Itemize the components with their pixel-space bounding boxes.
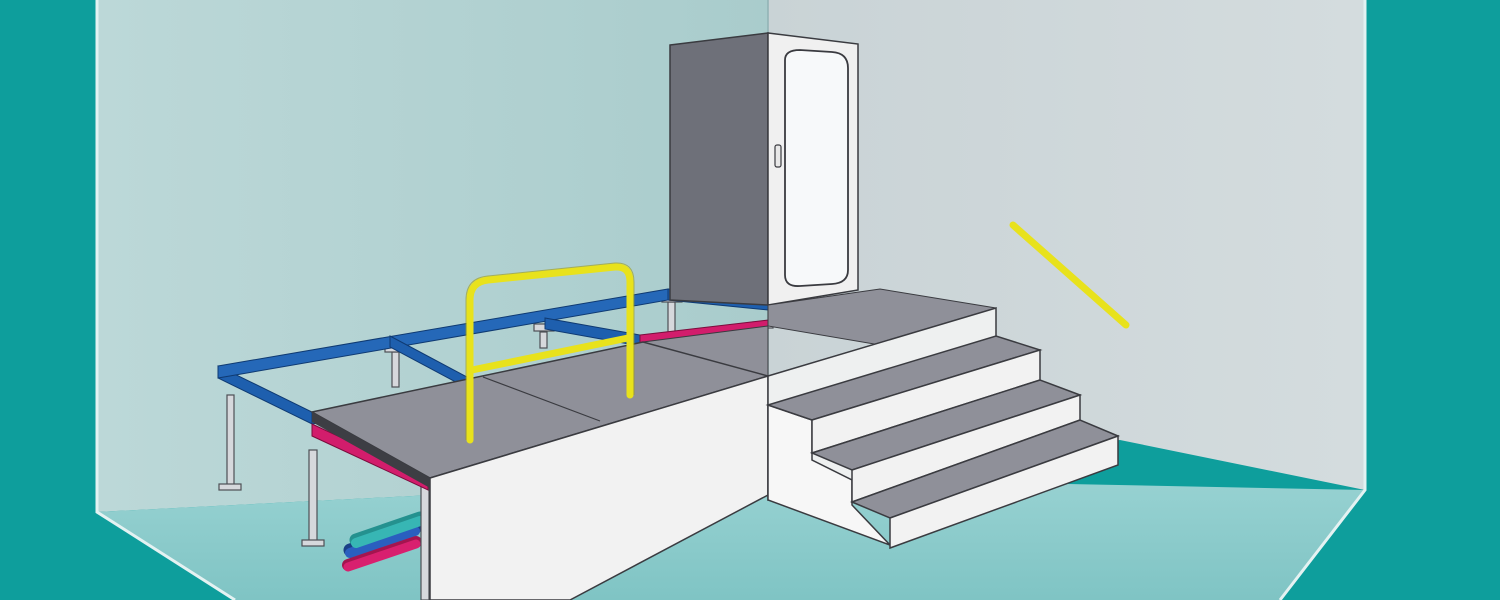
cabinet: [669, 32, 859, 306]
platform-side: [312, 412, 430, 488]
handrail-outline: [465, 262, 635, 440]
room-edge-right: [1278, 0, 1367, 600]
platform-front: [429, 374, 769, 600]
pedestal: [301, 449, 325, 547]
cabinet-side: [669, 32, 769, 306]
panel-seam: [482, 376, 601, 422]
cabinet-door-window: [784, 49, 849, 287]
pedestal: [218, 394, 242, 491]
room-floor: [97, 478, 1365, 600]
wall-handrail: [1009, 221, 1130, 329]
cabinet-handle: [774, 144, 782, 168]
stair-step-3-riser: [889, 434, 1119, 550]
cables: [342, 511, 427, 572]
stairs: [765, 335, 1121, 550]
room-edge: [95, 0, 236, 600]
handrail: [466, 263, 634, 444]
